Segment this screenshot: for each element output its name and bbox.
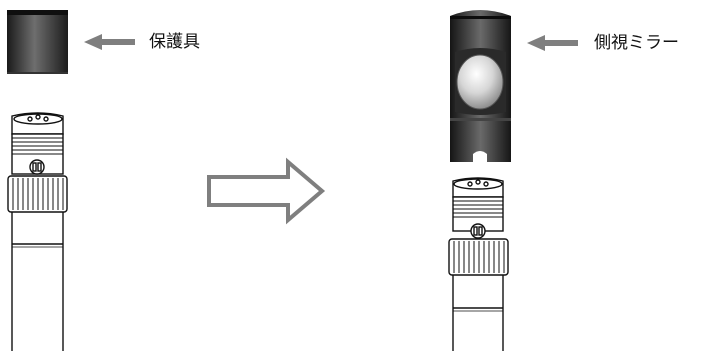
pointer-arrow-icon-right — [527, 35, 578, 51]
protective-cap-label: 保護具 — [149, 32, 200, 52]
side-view-mirror-cap-icon — [450, 10, 511, 162]
side-view-mirror-label: 側視ミラー — [594, 33, 679, 53]
probe-right-icon — [448, 177, 509, 351]
transition-arrow-icon — [207, 157, 326, 225]
probe-left-icon — [7, 112, 68, 351]
protective-cap-icon — [7, 10, 68, 74]
pointer-arrow-icon — [84, 34, 135, 50]
